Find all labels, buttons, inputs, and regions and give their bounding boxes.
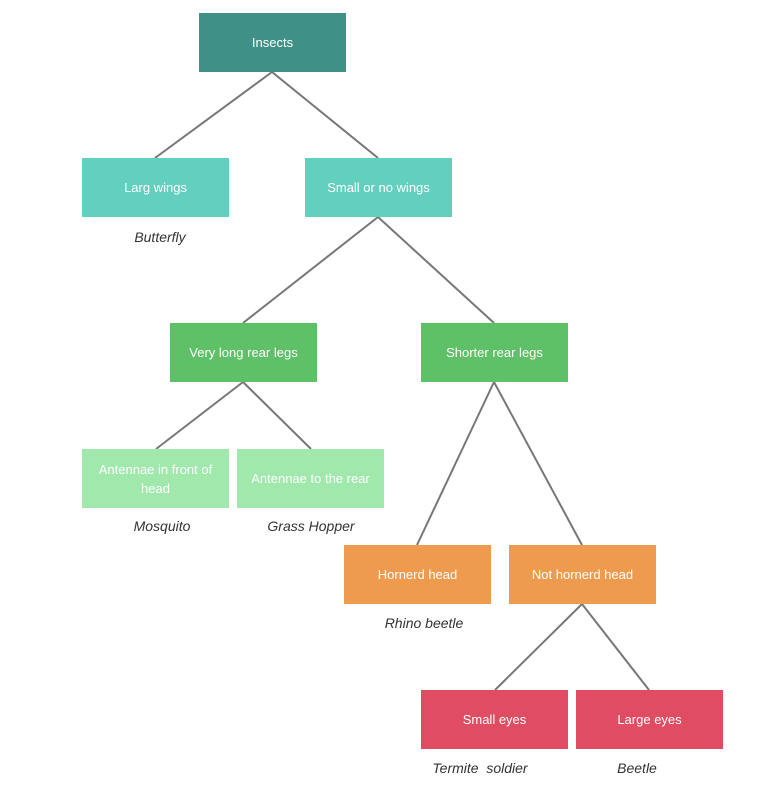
- connector-insects-large-wings: [154, 71, 273, 159]
- node-horned-head: Hornerd head: [344, 545, 491, 604]
- node-long-rear-legs-label: Very long rear legs: [189, 345, 298, 360]
- node-long-rear-legs: Very long rear legs: [170, 323, 317, 382]
- node-insects-label: Insects: [251, 35, 294, 50]
- node-antennae-front-label: Antennae in front of head: [98, 461, 213, 496]
- node-small-eyes: Small eyes: [421, 690, 568, 749]
- node-small-eyes-label: Small eyes: [462, 712, 527, 727]
- node-large-eyes: Large eyes: [576, 690, 723, 749]
- connector-small-wings-long-legs: [242, 216, 379, 324]
- node-shorter-rear-legs-label: Shorter rear legs: [446, 345, 543, 360]
- result-beetle: Beetle: [617, 760, 657, 776]
- connector-insects-small-wings: [271, 71, 379, 159]
- result-mosquito: Mosquito: [133, 518, 191, 534]
- connector-long-legs-antennae-rear: [242, 381, 312, 450]
- node-shorter-rear-legs: Shorter rear legs: [421, 323, 568, 382]
- node-insects: Insects: [199, 13, 346, 72]
- connector-not-horned-small-eyes: [494, 603, 583, 691]
- node-antennae-rear-label: Antennae to the rear: [251, 471, 370, 486]
- node-horned-head-label: Hornerd head: [377, 567, 458, 582]
- node-small-wings-label: Small or no wings: [327, 180, 430, 195]
- connector-not-horned-large-eyes: [581, 603, 650, 691]
- node-not-horned-head-label: Not hornerd head: [531, 567, 634, 582]
- node-not-horned-head: Not hornerd head: [509, 545, 656, 604]
- node-large-wings: Larg wings: [82, 158, 229, 217]
- node-antennae-rear: Antennae to the rear: [237, 449, 384, 508]
- connector-long-legs-antennae-front: [155, 381, 244, 450]
- result-grass-hopper: Grass Hopper: [267, 518, 355, 534]
- node-antennae-front: Antennae in front of head: [82, 449, 229, 508]
- connector-shorter-legs-not-horned: [493, 381, 583, 546]
- result-rhino-beetle: Rhino beetle: [384, 615, 464, 631]
- node-large-wings-label: Larg wings: [124, 180, 187, 195]
- connector-small-wings-shorter-legs: [377, 216, 495, 324]
- node-small-wings: Small or no wings: [305, 158, 452, 217]
- node-large-eyes-label: Large eyes: [617, 712, 682, 727]
- result-termite-soldier: Termite soldier: [432, 760, 528, 776]
- result-butterfly: Butterfly: [134, 229, 186, 245]
- connector-shorter-legs-horned: [416, 381, 495, 546]
